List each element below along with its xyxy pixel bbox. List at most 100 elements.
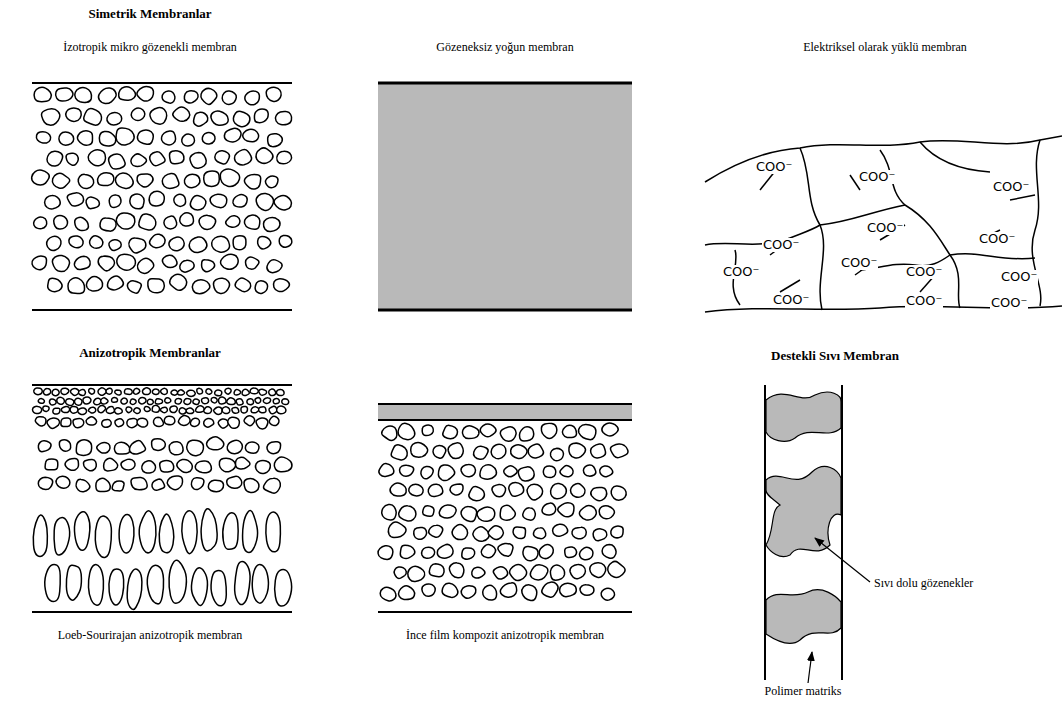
pore xyxy=(244,416,255,426)
pore xyxy=(182,511,197,554)
pore xyxy=(250,388,258,394)
pore xyxy=(38,441,51,452)
membrane-edge xyxy=(378,403,632,405)
pore xyxy=(480,465,497,480)
pore xyxy=(400,545,415,558)
pore xyxy=(150,234,166,248)
pore xyxy=(235,561,250,604)
pore xyxy=(102,420,112,428)
pore xyxy=(180,260,194,272)
pore xyxy=(164,216,177,229)
pore xyxy=(560,583,577,596)
pore xyxy=(388,522,406,538)
pore xyxy=(33,515,47,557)
pore xyxy=(191,568,207,606)
pore xyxy=(66,399,74,406)
pore xyxy=(109,569,124,605)
pore xyxy=(244,215,259,229)
pore xyxy=(569,443,586,458)
pore xyxy=(96,478,110,491)
pore xyxy=(539,544,553,558)
pore xyxy=(469,487,485,501)
pore xyxy=(144,407,150,412)
pore xyxy=(38,399,44,404)
pore xyxy=(124,389,132,395)
pore xyxy=(88,407,95,413)
pore xyxy=(116,128,134,145)
pore xyxy=(42,109,60,125)
pore xyxy=(48,278,62,292)
pore xyxy=(165,398,171,403)
pore xyxy=(530,565,548,580)
pore xyxy=(279,235,292,247)
thin-film-layer xyxy=(378,405,632,419)
pore xyxy=(429,564,444,577)
pore xyxy=(449,563,464,578)
pore xyxy=(572,527,586,539)
pore xyxy=(421,467,433,479)
pore xyxy=(139,214,156,230)
pore xyxy=(422,425,433,435)
pore xyxy=(169,237,184,251)
charge-group-label: COO⁻ xyxy=(858,170,896,184)
pore xyxy=(204,171,220,186)
pore xyxy=(54,518,70,556)
pore xyxy=(131,108,145,121)
membrane-edge xyxy=(378,611,632,613)
pore xyxy=(227,476,242,488)
pore xyxy=(263,398,270,404)
pore xyxy=(119,87,136,100)
pore xyxy=(191,478,204,490)
pore xyxy=(222,91,236,104)
pore xyxy=(184,398,191,404)
charge-group-label: COO⁻ xyxy=(840,256,878,270)
pore xyxy=(442,583,458,597)
charge-group-label: COO⁻ xyxy=(755,160,793,174)
pore xyxy=(409,484,424,496)
pore xyxy=(461,586,476,599)
pore xyxy=(197,388,203,394)
charge-group-label: COO⁻ xyxy=(992,180,1030,194)
pore xyxy=(570,484,585,498)
pore xyxy=(207,437,224,450)
pore xyxy=(109,195,121,208)
pore xyxy=(47,418,60,428)
polymer-network xyxy=(705,136,1062,312)
pore xyxy=(107,276,123,290)
pore xyxy=(86,197,99,209)
pore xyxy=(52,255,69,271)
section-heading: Anizotropik Membranlar xyxy=(79,345,221,361)
pore xyxy=(550,448,563,460)
caption-label: İzotropik mikro gözenekli membran xyxy=(50,40,250,54)
pore xyxy=(255,461,270,474)
pore xyxy=(267,260,282,273)
pore xyxy=(488,526,503,540)
pore xyxy=(246,257,259,269)
pore xyxy=(599,506,614,519)
membrane-edge xyxy=(378,419,632,421)
pore xyxy=(474,446,489,459)
pore xyxy=(233,236,246,250)
pore xyxy=(511,445,528,459)
pore xyxy=(378,546,393,560)
pore xyxy=(49,399,56,405)
pore xyxy=(194,112,208,126)
pore xyxy=(155,399,162,404)
pore xyxy=(211,111,228,125)
pore xyxy=(117,254,136,270)
pore xyxy=(492,484,506,496)
pore xyxy=(32,256,47,270)
pore xyxy=(236,399,243,405)
pore xyxy=(189,237,207,253)
pore xyxy=(45,195,61,208)
pore xyxy=(161,131,175,145)
pore xyxy=(161,388,168,394)
pore xyxy=(274,457,292,472)
pore xyxy=(382,504,396,520)
pore xyxy=(273,279,289,292)
membrane-edge xyxy=(32,309,292,311)
caption-label: İnce film kompozit anizotropik membran xyxy=(390,628,620,642)
pore xyxy=(448,443,463,459)
pore xyxy=(137,418,148,427)
pore xyxy=(89,388,95,394)
